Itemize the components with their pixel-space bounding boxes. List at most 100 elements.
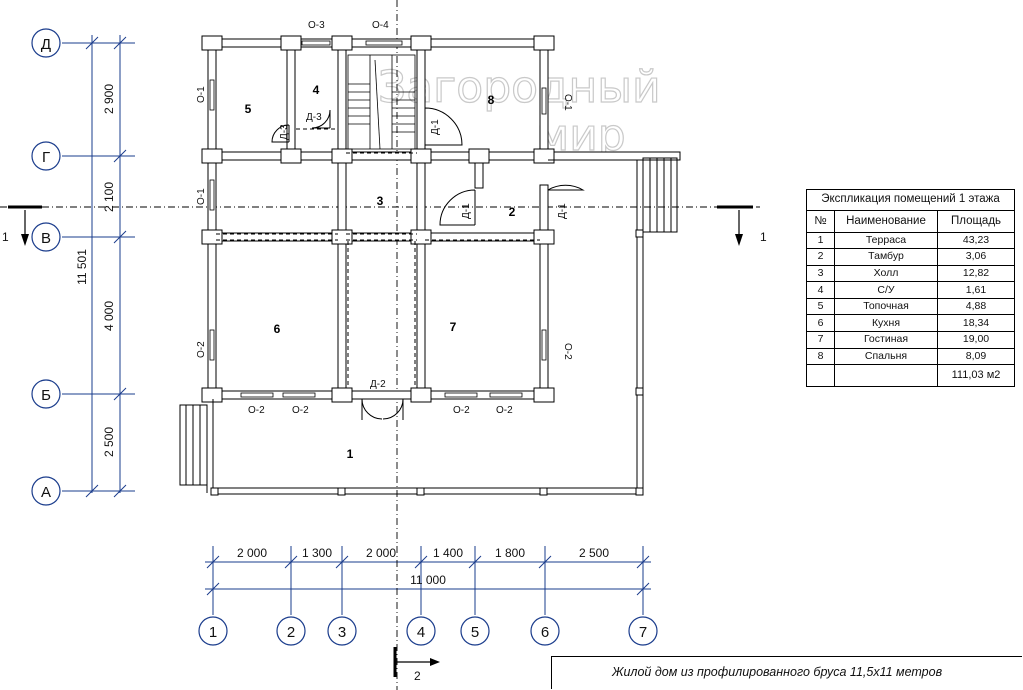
- axis-label-1: 1: [209, 624, 217, 641]
- axis-circle-g: [31, 141, 61, 171]
- doors: [271, 107, 585, 420]
- horizontal-dim-4: 1 400: [433, 546, 463, 560]
- schedule-header-name: Наименование: [834, 209, 938, 233]
- schedule-row-number: 7: [806, 330, 835, 349]
- schedule-row: 1 Терраса 43,23: [806, 231, 1015, 250]
- horizontal-dim-3: 2 000: [366, 546, 396, 560]
- axis-label-2: 2: [287, 624, 295, 641]
- axis-circle-7: [628, 616, 658, 646]
- schedule-row-name: Спальня: [834, 347, 938, 366]
- schedule-header-number: №: [806, 209, 835, 233]
- schedule-row: 5 Топочная 4,88: [806, 297, 1015, 316]
- schedule-row-number: 1: [806, 231, 835, 250]
- schedule-row-name: Тамбур: [834, 248, 938, 266]
- schedule-row-number: 4: [806, 281, 835, 299]
- schedule-row-number: 2: [806, 248, 835, 266]
- window-label-left-3: О-2: [196, 341, 207, 358]
- section-arrow-right: [735, 234, 743, 246]
- window-label-bottom-1: О-2: [248, 405, 265, 416]
- axis-label-g: Г: [42, 149, 50, 166]
- schedule-total-area: 111,03 м2: [937, 364, 1015, 387]
- room-number-8: 8: [488, 93, 495, 107]
- horizontal-total: 11 000: [410, 573, 446, 587]
- door-label-4: Д-1: [461, 203, 472, 219]
- schedule-row-number: 3: [806, 264, 835, 283]
- schedule-row-name: Холл: [834, 264, 938, 283]
- axis-label-4: 4: [417, 624, 425, 641]
- vertical-total: 11 501: [75, 249, 89, 285]
- door-label-2: Д-3: [306, 112, 322, 123]
- terrace: [179, 157, 678, 496]
- window-label-bottom-4: О-2: [496, 405, 513, 416]
- schedule-header-area: Площадь: [937, 209, 1015, 233]
- window-label-left-2: О-1: [196, 188, 207, 205]
- schedule-row-name: Гостиная: [834, 330, 938, 349]
- room-number-1: 1: [347, 447, 354, 461]
- wall-joints: [201, 35, 555, 403]
- axis-label-3: 3: [338, 624, 346, 641]
- window-label-bottom-2: О-2: [292, 405, 309, 416]
- door-label-1: Д-3: [279, 124, 290, 140]
- axis-circle-v: [31, 222, 61, 252]
- section-arrow-bottom: [430, 658, 440, 666]
- axis-circle-a: [31, 476, 61, 506]
- schedule-row-name: Топочная: [834, 297, 938, 316]
- axis-circle-1: [198, 616, 228, 646]
- vertical-dim-2: 2 100: [102, 182, 116, 212]
- vertical-dim-3: 4 000: [102, 301, 116, 331]
- room-number-3: 3: [377, 194, 384, 208]
- axis-circle-6: [530, 616, 560, 646]
- schedule-row-area: 3,06: [937, 248, 1015, 266]
- axis-circle-2: [276, 616, 306, 646]
- horizontal-dim-2: 1 300: [302, 546, 332, 560]
- title-block-text: Жилой дом из профилированного бруса 11,5…: [612, 665, 943, 679]
- schedule-row-number: 8: [806, 347, 835, 366]
- room-schedule-table: Экспликация помещений 1 этажа № Наименов…: [806, 189, 1015, 387]
- windows: [209, 40, 547, 398]
- axis-label-5: 5: [471, 624, 479, 641]
- schedule-row-name: Терраса: [834, 231, 938, 250]
- schedule-row-area: 1,61: [937, 281, 1015, 299]
- schedule-row-number: 5: [806, 297, 835, 316]
- schedule-row-number: 6: [806, 314, 835, 332]
- horizontal-dim-1: 2 000: [237, 546, 267, 560]
- axis-circle-b: [31, 379, 61, 409]
- schedule-row-area: 43,23: [937, 231, 1015, 250]
- title-block: Жилой дом из профилированного бруса 11,5…: [551, 656, 1022, 689]
- schedule-row: 3 Холл 12,82: [806, 264, 1015, 283]
- schedule-row: 2 Тамбур 3,06: [806, 248, 1015, 266]
- schedule-row: 4 С/У 1,61: [806, 281, 1015, 299]
- schedule-total-row: 111,03 м2: [806, 364, 1015, 387]
- window-label-bottom-3: О-2: [453, 405, 470, 416]
- window-label-top-1: О-3: [308, 20, 325, 31]
- window-label-right-2: О-2: [562, 343, 573, 360]
- axis-circle-4: [406, 616, 436, 646]
- axis-label-d: Д: [41, 36, 51, 53]
- axis-circle-3: [327, 616, 357, 646]
- horizontal-dim-5: 1 800: [495, 546, 525, 560]
- schedule-row-name: С/У: [834, 281, 938, 299]
- schedule-row-area: 19,00: [937, 330, 1015, 349]
- vertical-dim-4: 2 500: [102, 427, 116, 457]
- horizontal-dimension-chain: [205, 546, 651, 615]
- horizontal-dim-6: 2 500: [579, 546, 609, 560]
- vertical-dimension-chain: [62, 35, 135, 498]
- axis-label-7: 7: [639, 624, 647, 641]
- schedule-row: 7 Гостиная 19,00: [806, 330, 1015, 349]
- schedule-row-area: 8,09: [937, 347, 1015, 366]
- schedule-row-name: Кухня: [834, 314, 938, 332]
- schedule-row-area: 4,88: [937, 297, 1015, 316]
- axis-circle-5: [460, 616, 490, 646]
- door-label-6: Д-2: [370, 379, 386, 390]
- section-mark-bottom: 2: [414, 669, 421, 683]
- window-label-top-2: О-4: [372, 20, 389, 31]
- axis-label-v: В: [41, 230, 51, 247]
- door-label-5: Д-1: [557, 203, 568, 219]
- room-number-6: 6: [274, 322, 281, 336]
- axis-label-a: А: [41, 484, 51, 501]
- stairs: [347, 54, 416, 150]
- room-number-2: 2: [509, 205, 516, 219]
- door-label-3: Д-1: [430, 119, 441, 135]
- room-number-5: 5: [245, 102, 252, 116]
